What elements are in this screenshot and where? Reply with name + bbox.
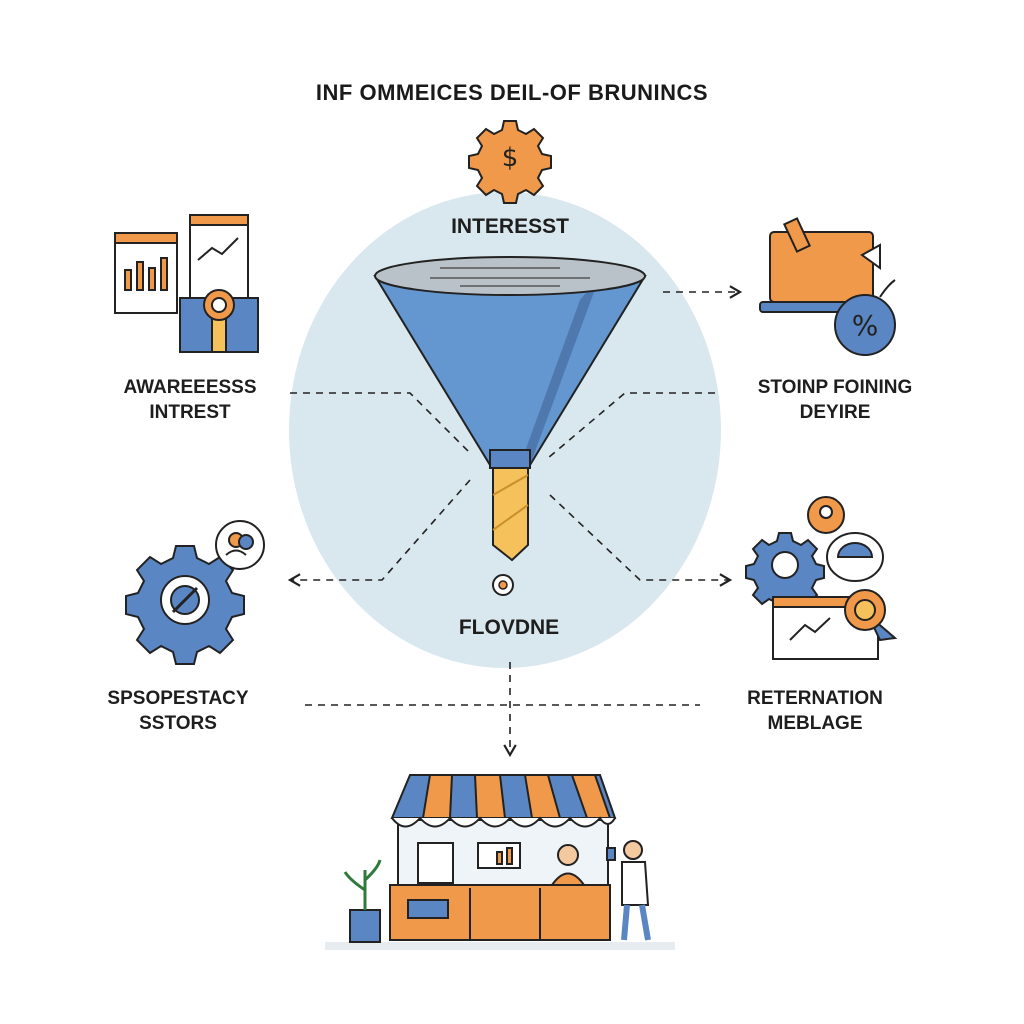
storefront-icon	[325, 774, 675, 950]
stage-label-line2: SSTORS	[139, 713, 217, 734]
stage-label-awareness: AWAREEESSS INTREST	[123, 375, 256, 425]
stage-label-line2: DEYIRE	[799, 402, 871, 423]
funnel-bottom-label: FLOVDNE	[458, 616, 560, 639]
stage-label-line1: AWAREEESSS	[123, 377, 257, 398]
stage-label-line2: INTREST	[149, 402, 231, 423]
dollar-gear-icon: $	[468, 120, 552, 204]
svg-text:$: $	[502, 143, 519, 173]
stage-label-line1: RETERNATION	[747, 688, 883, 709]
gear-user-icon	[125, 520, 265, 665]
svg-text:%: %	[852, 309, 879, 342]
diagram-title: INF OMMEICES DEIL-OF BRUNINCS	[315, 80, 709, 105]
funnel-top-label: INTERESST	[451, 215, 569, 238]
connector-lines	[287, 285, 743, 758]
gear-chat-award-icon	[745, 496, 898, 660]
target-icon	[492, 574, 514, 596]
stage-label-desire: STOINP FOINING DEYIRE	[758, 375, 913, 425]
stage-label-line2: MEBLAGE	[767, 713, 863, 734]
stage-label-line1: SPSOPESTACY	[107, 688, 249, 709]
report-documents-icon	[114, 214, 259, 353]
stage-label-line1: STOINP FOINING	[757, 377, 913, 398]
laptop-discount-icon: %	[759, 217, 896, 356]
stage-label-retention: RETERNATION MEBLAGE	[747, 686, 883, 736]
funnel-icon	[373, 256, 647, 562]
stage-label-strategy: SPSOPESTACY SSTORS	[107, 686, 248, 736]
